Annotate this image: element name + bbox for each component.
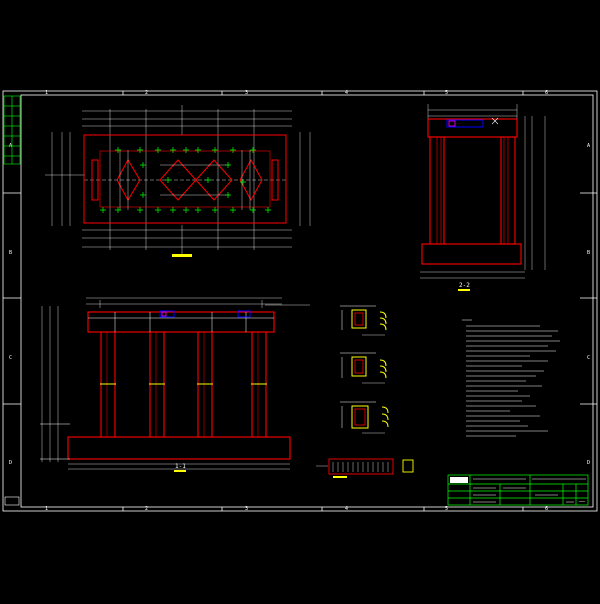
plan-outline [83,134,287,224]
side-dimensions [420,104,546,279]
general-notes [462,319,560,437]
title-block-logo [450,477,468,483]
row-marker: A [587,143,590,149]
column-marker: 4 [345,90,348,96]
elevation-dimensions [41,297,310,470]
side-bearing-pad [446,119,484,128]
plan-dimensions [45,105,311,255]
side-center-mark [491,117,499,125]
column-marker: 3 [245,506,248,512]
side-section-label: 2-2 [459,282,470,289]
column-markers-bottom: 1 2 3 4 5 6 [45,506,548,512]
column-marker: 6 [545,506,548,512]
revision-strip [3,95,21,165]
side-title-underline [458,289,470,291]
elevation-ground-line [40,423,70,460]
side-outline [421,118,522,265]
column-marker: 1 [45,90,48,96]
elevation-view: 1-1 [40,297,310,472]
elevation-bearing-right [237,310,251,318]
row-marker: D [587,460,590,466]
plan-rebar-marks [100,147,271,213]
column-marker: 5 [445,90,448,96]
elevation-title-underline [174,470,186,472]
elevation-bearing-left [159,310,175,318]
row-marker: C [9,355,12,361]
title-block: —— [447,474,589,506]
detail-rebar [351,309,389,429]
plan-inner-lines [119,150,251,210]
row-markers-right: A B C D [587,143,590,466]
detail-dimensions [340,305,376,428]
row-marker: B [587,250,590,256]
plan-title-underline [172,254,192,257]
plan-view [45,105,311,257]
detail-sections [340,305,389,434]
row-marker: D [9,460,12,466]
detail-stirrups [354,312,366,426]
detail-leaders [362,334,385,434]
title-block-sheet-mark: —— [579,499,586,505]
row-marker: C [587,355,590,361]
elevation-cap-lines [88,312,274,332]
side-anchor [448,120,456,127]
column-marker: 3 [245,90,248,96]
column-marker: 6 [545,90,548,96]
column-marker: 1 [45,506,48,512]
elevation-anchor [161,311,167,317]
column-marker: 5 [445,506,448,512]
column-marker: 4 [345,506,348,512]
side-section-view: 2-2 [420,104,546,291]
elevation-section-label: 1-1 [175,463,186,470]
sheet-frame [2,90,598,512]
column-marker: 2 [145,90,148,96]
row-marker: B [9,250,12,256]
column-marker: 2 [145,506,148,512]
title-block-text-lines [473,478,586,503]
column-markers-top: 1 2 3 4 5 6 [45,90,548,96]
rebar-strip-detail [316,458,414,478]
corner-stamp [4,496,20,506]
